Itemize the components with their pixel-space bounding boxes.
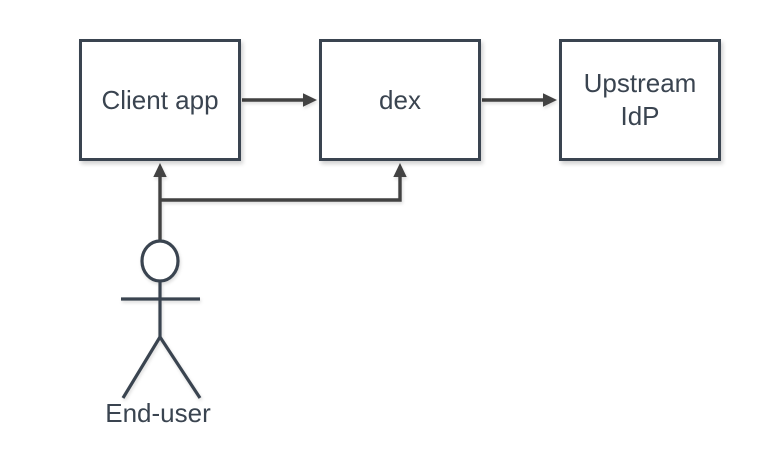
arrowhead-right-icon (303, 93, 317, 107)
figure-right-leg (158, 336, 202, 399)
arrow-client-app-to-dex (242, 93, 317, 107)
node-label-dex: dex (379, 84, 421, 115)
arrowhead-right-icon (543, 93, 557, 107)
node-label-upstream-idp: Upstream IdP (583, 68, 697, 131)
arrowhead-up-icon (393, 163, 407, 177)
figure-left-leg (121, 336, 162, 399)
end-user-figure (121, 239, 202, 399)
arrow-end-user-to-dex (160, 163, 407, 202)
figure-head-icon (140, 239, 180, 283)
node-upstream-idp: Upstream IdP (559, 39, 721, 161)
end-user-label: End-user (105, 398, 211, 428)
node-client-app: Client app (79, 39, 241, 161)
arrow-dex-to-upstream-idp (482, 93, 557, 107)
node-label-client-app: Client app (101, 84, 219, 115)
arrow-end-user-to-client-app (153, 163, 167, 243)
node-dex: dex (319, 39, 481, 161)
arrowhead-up-icon (153, 163, 167, 177)
